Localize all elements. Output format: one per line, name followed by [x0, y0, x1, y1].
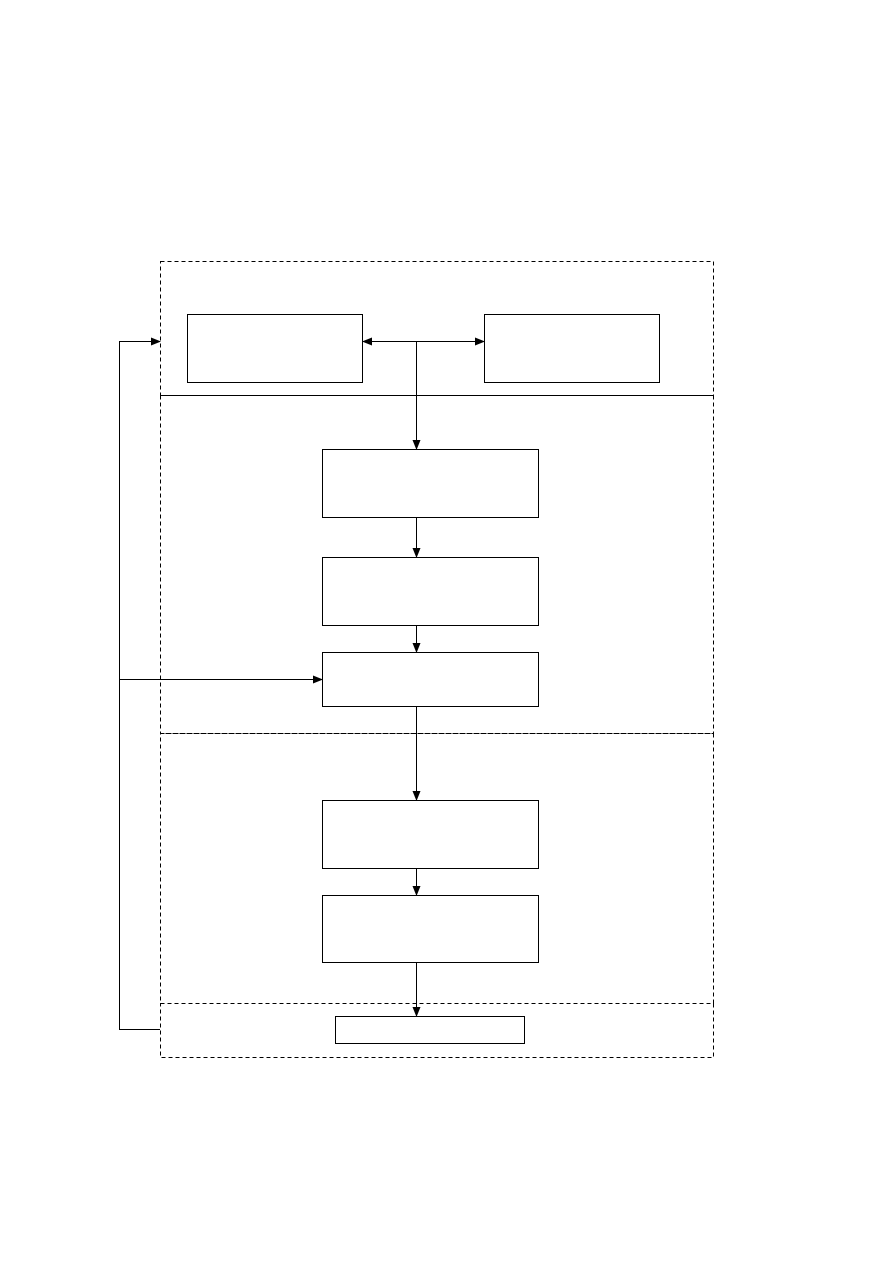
- box-step-5: [322, 895, 539, 963]
- box-step-2: [322, 557, 539, 626]
- box-final: [335, 1016, 525, 1044]
- box-top-left: [187, 314, 363, 383]
- connectors: [119, 337, 485, 1030]
- section-2-frame: [160, 395, 714, 734]
- box-step-4: [322, 800, 539, 869]
- box-step-3: [322, 652, 539, 707]
- section-frames: [160, 261, 714, 1058]
- process-boxes: [187, 314, 660, 1044]
- feedback-loop-line: [119, 337, 161, 1030]
- section-1-frame: [160, 261, 714, 396]
- box-top-right: [484, 314, 660, 383]
- section-4-frame: [160, 1003, 714, 1058]
- box-step-1: [322, 449, 539, 518]
